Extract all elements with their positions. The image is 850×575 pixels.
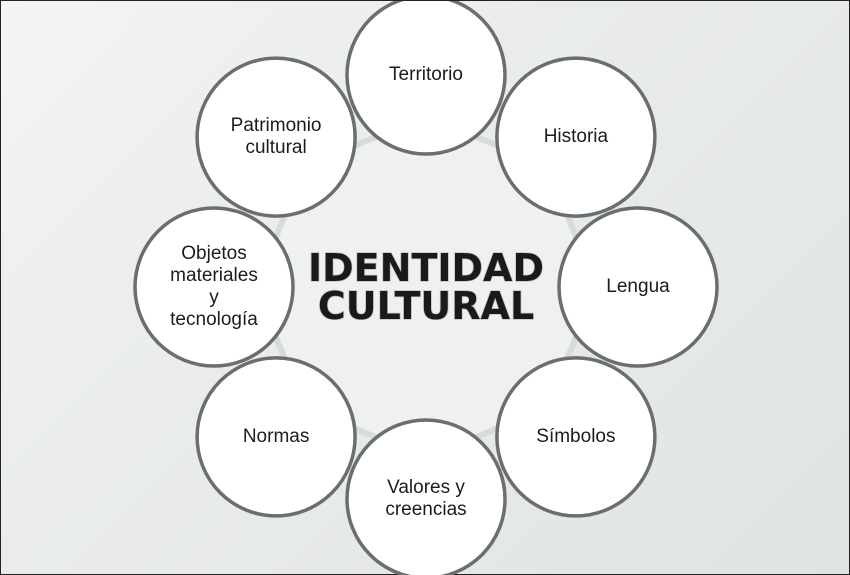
node-label-line: creencias bbox=[385, 499, 467, 520]
node-label-line: Territorio bbox=[389, 64, 463, 85]
node-circle-objetos-materiales-tecnologia bbox=[133, 206, 295, 368]
node-label-normas: Normas bbox=[206, 426, 346, 448]
node-circle-normas bbox=[195, 356, 357, 518]
node-label-line: y bbox=[209, 287, 219, 308]
node-circle-patrimonio-cultural bbox=[195, 56, 357, 218]
center-title-line-2: CULTURAL bbox=[318, 284, 534, 328]
node-circle-simbolos bbox=[495, 356, 657, 518]
node-label-historia: Historia bbox=[506, 126, 646, 148]
node-label-line: Símbolos bbox=[536, 425, 616, 447]
node-circle-historia bbox=[495, 56, 657, 218]
node-circle-lengua bbox=[557, 206, 719, 368]
center-title-line-1: IDENTIDAD bbox=[308, 246, 544, 290]
node-label-line: Valores y bbox=[387, 477, 465, 498]
node-label-lengua: Lengua bbox=[568, 276, 708, 298]
node-circle-territorio bbox=[345, 1, 507, 156]
node-label-territorio: Territorio bbox=[356, 64, 496, 86]
node-label-line: Objetos bbox=[181, 243, 247, 264]
node-label-simbolos: Símbolos bbox=[506, 426, 646, 448]
node-circle-valores-creencias bbox=[345, 418, 507, 575]
node-label-line: tecnología bbox=[170, 309, 258, 330]
node-label-line: Normas bbox=[242, 425, 310, 447]
node-label-line: Lengua bbox=[606, 276, 670, 297]
node-circles bbox=[133, 1, 719, 575]
node-label-line: Patrimonio bbox=[230, 115, 322, 137]
node-label-line: cultural bbox=[245, 137, 307, 159]
node-label-line: Historia bbox=[543, 126, 609, 148]
node-label-line: materiales bbox=[170, 265, 258, 286]
